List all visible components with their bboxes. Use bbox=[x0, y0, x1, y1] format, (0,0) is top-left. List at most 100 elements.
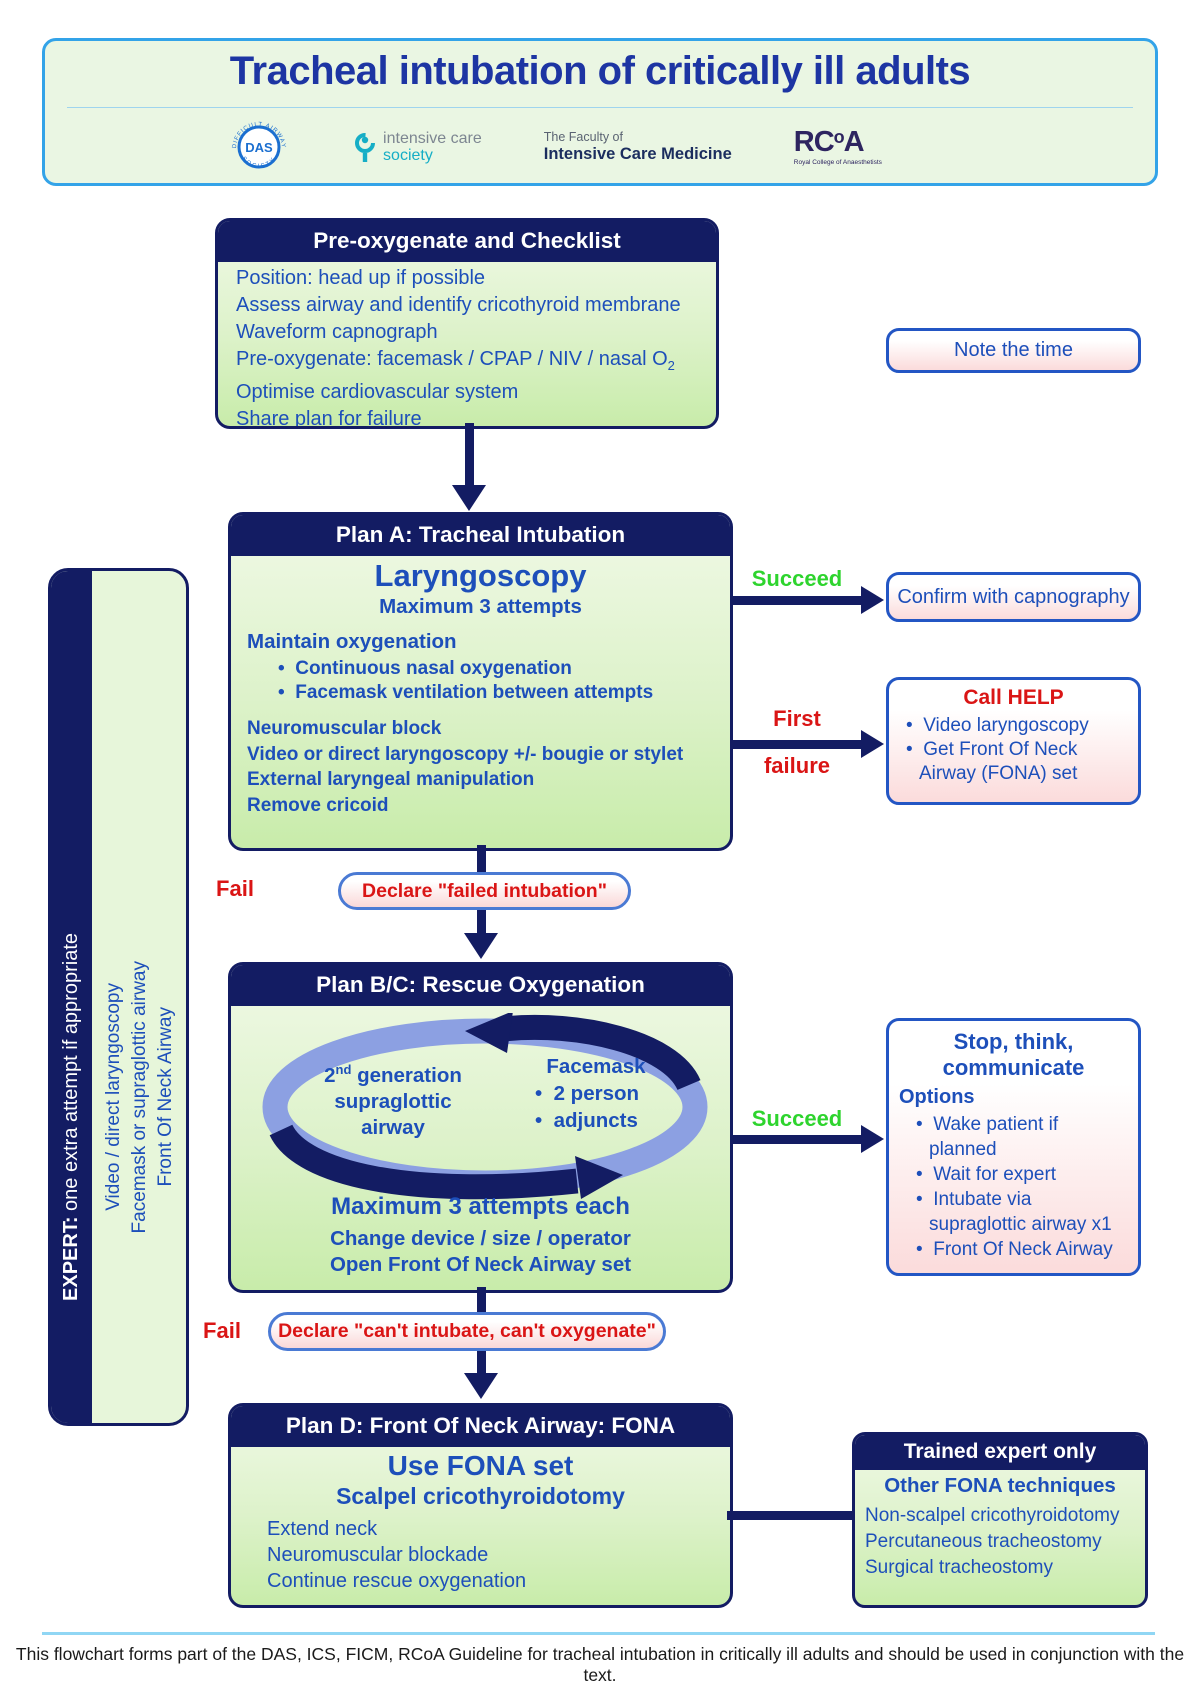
call-help-bullet: Video laryngoscopy bbox=[901, 714, 1121, 738]
cycle-right-label: Facemask 2 person adjuncts bbox=[516, 1053, 676, 1134]
arrow-plan-a-to-plan-bc-head-icon bbox=[464, 933, 498, 959]
declare-cant-intubate-cant-oxygenate-pill: Declare "can't intubate, can't oxygenate… bbox=[268, 1312, 666, 1351]
plan-a-title: Laryngoscopy bbox=[374, 558, 587, 593]
preoxygenate-checklist-box: Pre-oxygenate and Checklist Position: he… bbox=[215, 218, 719, 429]
rcoa-o: o bbox=[833, 127, 845, 147]
other-fona-title: Other FONA techniques bbox=[884, 1474, 1116, 1497]
succeed-label-plan-a: Succeed bbox=[751, 566, 843, 591]
plan-a-line: Neuromuscular block bbox=[247, 718, 442, 739]
arrow-checklist-to-plan-a-head-icon bbox=[452, 485, 486, 511]
stop-think-bullet: Front Of Neck Airway bbox=[911, 1237, 1123, 1262]
plan-d-header: Plan D: Front Of Neck Airway: FONA bbox=[231, 1406, 730, 1447]
das-logo-icon: DAS DIFFICULT AIRWAY SOCIETY bbox=[232, 122, 285, 170]
plan-bc-header: Plan B/C: Rescue Oxygenation bbox=[231, 965, 730, 1006]
first-failure-label-line1: First bbox=[773, 706, 821, 731]
arrow-plan-a-succeed-head-icon bbox=[861, 586, 884, 614]
plan-a-bullet: Facemask ventilation between attempts bbox=[273, 681, 714, 705]
succeed-label-plan-bc: Succeed bbox=[751, 1106, 843, 1131]
plan-d-line: Continue rescue oxygenation bbox=[267, 1570, 527, 1592]
expert-sidebar-navy-band: EXPERT: one extra attempt if appropriate bbox=[51, 571, 92, 1423]
rcoa-caption: Royal College of Anaesthetists bbox=[793, 159, 882, 166]
stop-think-bullet: Wake patient if planned bbox=[911, 1112, 1123, 1162]
rescue-cycle-diagram-icon bbox=[262, 1013, 708, 1200]
superscript-nd: nd bbox=[335, 1062, 352, 1077]
expert-sidebar-option: Front Of Neck Airway bbox=[154, 1007, 176, 1187]
plan-bc-line: Open Front Of Neck Airway set bbox=[329, 1253, 632, 1276]
arrow-plan-bc-succeed bbox=[730, 1135, 863, 1144]
expert-sidebar-options: Video / direct laryngoscopy Facemask or … bbox=[92, 571, 186, 1423]
ics-logo-line2: society bbox=[383, 147, 433, 164]
das-logo-text: DAS bbox=[245, 140, 273, 155]
ics-logo-icon bbox=[355, 133, 376, 162]
stop-think-bullet: Wait for expert bbox=[911, 1162, 1123, 1187]
subscript-2: 2 bbox=[667, 358, 675, 373]
expert-sidebar-option: Video / direct laryngoscopy bbox=[102, 983, 124, 1211]
plan-a-body: Laryngoscopy Maximum 3 attempts Maintain… bbox=[231, 556, 730, 820]
header-divider bbox=[67, 107, 1133, 108]
plan-d-box: Plan D: Front Of Neck Airway: FONA Use F… bbox=[228, 1403, 733, 1608]
ficm-logo: The Faculty of Intensive Care Medicine bbox=[544, 130, 732, 164]
footer-divider bbox=[42, 1632, 1155, 1635]
plan-a-subtitle: Maximum 3 attempts bbox=[379, 595, 582, 618]
fail-label-plan-a: Fail bbox=[216, 876, 254, 901]
trained-expert-line: Surgical tracheostomy bbox=[865, 1557, 1053, 1578]
note-the-time-box: Note the time bbox=[886, 328, 1141, 373]
plan-d-subtitle: Scalpel cricothyroidotomy bbox=[336, 1483, 625, 1509]
plan-a-line: Remove cricoid bbox=[247, 794, 389, 816]
arrow-checklist-to-plan-a bbox=[465, 423, 474, 486]
ficm-logo-line2: Intensive Care Medicine bbox=[543, 145, 732, 163]
checklist-line: Position: head up if possible bbox=[236, 267, 486, 289]
arrow-plan-a-first-failure bbox=[730, 740, 863, 749]
plan-a-line: External laryngeal manipulation bbox=[247, 769, 535, 790]
plan-a-box: Plan A: Tracheal Intubation Laryngoscopy… bbox=[228, 512, 733, 851]
preoxygenate-checklist-header: Pre-oxygenate and Checklist bbox=[218, 221, 716, 262]
arrow-plan-a-first-failure-head-icon bbox=[861, 730, 884, 758]
plan-d-line: Extend neck bbox=[267, 1518, 378, 1540]
expert-sidebar: EXPERT: one extra attempt if appropriate… bbox=[48, 568, 189, 1426]
plan-bc-box: Plan B/C: Rescue Oxygenation 2nd generat… bbox=[228, 962, 733, 1293]
plan-a-bullet: Continuous nasal oxygenation bbox=[273, 657, 714, 681]
rcoa-logo: RCoA Royal College of Anaesthetists bbox=[793, 126, 882, 166]
plan-d-line: Neuromuscular blockade bbox=[267, 1544, 489, 1566]
plan-bc-title: Maximum 3 attempts each bbox=[331, 1193, 630, 1220]
maintain-oxygenation-title: Maintain oxygenation bbox=[247, 630, 457, 653]
cycle-left-label: 2nd generation supraglottic airway bbox=[324, 1062, 462, 1139]
call-help-bullet: Get Front Of Neck Airway (FONA) set bbox=[901, 738, 1121, 786]
first-failure-label-line2: failure bbox=[763, 753, 831, 778]
declare-failed-intubation-pill: Declare "failed intubation" bbox=[338, 872, 631, 910]
call-help-title: Call HELP bbox=[963, 686, 1064, 709]
trained-expert-line: Percutaneous tracheostomy bbox=[865, 1531, 1102, 1552]
arrow-plan-bc-succeed-head-icon bbox=[861, 1125, 884, 1153]
page-title: Tracheal intubation of critically ill ad… bbox=[229, 49, 971, 93]
logo-row: DAS DIFFICULT AIRWAY SOCIETY intensive c… bbox=[45, 117, 1065, 177]
preoxygenate-checklist-body: Position: head up if possible Assess air… bbox=[218, 262, 716, 429]
stop-think-title: Stop, think, communicate bbox=[942, 1029, 1085, 1080]
ics-logo-line1: intensive care bbox=[383, 130, 482, 147]
expert-sidebar-label: EXPERT: one extra attempt if appropriate bbox=[60, 933, 82, 1301]
trained-expert-line: Non-scalpel cricothyroidotomy bbox=[865, 1505, 1120, 1526]
checklist-line: Pre-oxygenate: facemask / CPAP / NIV / n… bbox=[236, 348, 675, 373]
plan-a-header: Plan A: Tracheal Intubation bbox=[231, 515, 730, 556]
checklist-line: Optimise cardiovascular system bbox=[236, 381, 519, 403]
rcoa-a: A bbox=[843, 126, 865, 158]
fail-label-plan-bc: Fail bbox=[203, 1318, 241, 1343]
plan-d-title: Use FONA set bbox=[387, 1450, 574, 1481]
stop-think-communicate-box: Stop, think, communicate Options Wake pa… bbox=[886, 1018, 1141, 1276]
rcoa-rc: RC bbox=[793, 126, 835, 158]
header-box: Tracheal intubation of critically ill ad… bbox=[42, 38, 1158, 186]
arrow-plan-bc-to-plan-d-head-icon bbox=[464, 1373, 498, 1399]
ficm-logo-line1: The Faculty of bbox=[543, 130, 623, 144]
trained-expert-box: Trained expert only Other FONA technique… bbox=[852, 1432, 1148, 1608]
confirm-with-capnography-box: Confirm with capnography bbox=[886, 572, 1141, 622]
checklist-line: Share plan for failure bbox=[236, 408, 422, 429]
checklist-line: Assess airway and identify cricothyroid … bbox=[236, 294, 681, 316]
trained-expert-header: Trained expert only bbox=[855, 1435, 1145, 1470]
expert-sidebar-option: Facemask or supraglottic airway bbox=[128, 960, 150, 1234]
footer-note: This flowchart forms part of the DAS, IC… bbox=[15, 1644, 1185, 1685]
ics-logo: intensive care society bbox=[352, 127, 482, 167]
plan-bc-line: Change device / size / operator bbox=[330, 1227, 631, 1250]
plan-a-line: Video or direct laryngoscopy +/- bougie … bbox=[247, 743, 684, 765]
call-help-box: Call HELP Video laryngoscopy Get Front O… bbox=[886, 677, 1141, 805]
stop-think-bullet: Intubate via supraglottic airway x1 bbox=[911, 1187, 1123, 1237]
